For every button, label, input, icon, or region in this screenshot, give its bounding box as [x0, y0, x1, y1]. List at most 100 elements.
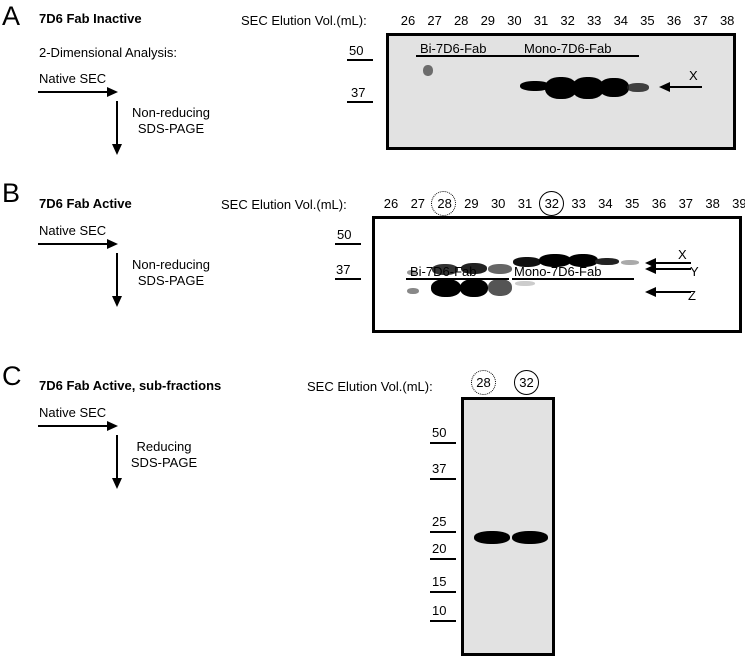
band-b-lane28-bottom	[431, 279, 461, 297]
lane-number: 37	[678, 196, 694, 211]
step-sds-line2-b: SDS-PAGE	[137, 272, 205, 288]
lane-number: 33	[586, 13, 602, 28]
mw-marker-15-c: 15	[432, 574, 447, 589]
mw-marker-25-c: 25	[432, 514, 447, 529]
band-b-lane27-bottom	[407, 288, 419, 294]
mw-bar-37-c	[430, 478, 456, 480]
band-b-lane31	[513, 257, 541, 267]
band-b-lane27-top	[407, 270, 417, 275]
lane-number: 33	[571, 196, 586, 211]
sec-label-b: SEC Elution Vol.(mL):	[221, 197, 347, 212]
band-c-lane32	[512, 531, 548, 544]
mw-bar-37-b	[335, 278, 361, 280]
arrow-down-head-a	[112, 144, 122, 155]
gel-a	[386, 33, 736, 150]
mw-bar-37-a	[347, 101, 373, 103]
panel-label-b: B	[2, 178, 21, 208]
sec-label-c: SEC Elution Vol.(mL):	[307, 379, 433, 394]
band-a-lane32	[545, 77, 577, 99]
arrow-right-head-b	[107, 239, 118, 249]
arrow-down-a	[116, 101, 118, 145]
arrow-x-head-a	[659, 82, 670, 92]
mw-marker-50-a: 50	[349, 43, 364, 58]
lane-number: 35	[624, 196, 640, 211]
arrow-label-x-b: X	[678, 247, 687, 262]
group-line-mono-a	[519, 55, 639, 57]
lane-number: 31	[517, 196, 533, 211]
mw-bar-25-c	[430, 531, 456, 533]
step-sds-line2-c: SDS-PAGE	[130, 454, 198, 470]
lane-number: 26	[400, 13, 416, 28]
step-sds-page-b: Non-reducing SDS-PAGE	[121, 257, 221, 288]
arrow-y-head-b	[645, 264, 656, 274]
step-sds-page-c: Reducing SDS-PAGE	[124, 439, 204, 470]
arrow-down-c	[116, 435, 118, 479]
solid-circle-b	[539, 191, 564, 216]
band-a-lane33	[572, 77, 604, 99]
solid-circle-c	[514, 370, 539, 395]
step-sds-line1-c: Reducing	[136, 439, 192, 454]
band-b-lane30-bottom	[488, 279, 512, 296]
mw-marker-10-c: 10	[432, 603, 447, 618]
lane-number: 34	[613, 13, 629, 28]
lane-number: 27	[427, 13, 442, 28]
panel-label-a: A	[2, 1, 21, 31]
band-a-lane31	[520, 81, 550, 91]
band-b-lane35	[621, 260, 639, 265]
analysis-label: 2-Dimensional Analysis:	[39, 45, 178, 60]
step-sds-page-a: Non-reducing SDS-PAGE	[121, 105, 221, 136]
lane-number: 26	[383, 196, 399, 211]
step-sds-line2-a: SDS-PAGE	[137, 120, 205, 136]
arrow-label-y-b: Y	[690, 264, 699, 279]
band-a-lane34	[599, 78, 629, 97]
panel-title-c: 7D6 Fab Active, sub-fractions	[39, 378, 222, 393]
panel-label-c: C	[2, 361, 22, 391]
arrow-right-c	[38, 425, 108, 427]
lane-number: 29	[480, 13, 496, 28]
lane-number: 32	[560, 13, 575, 28]
mw-marker-37-c: 37	[432, 461, 447, 476]
dotted-circle-b	[431, 191, 456, 216]
lane-28-c: 28	[476, 375, 491, 390]
arrow-right-head-c	[107, 421, 118, 431]
mw-marker-50-b: 50	[337, 227, 352, 242]
lane-number: 30	[490, 196, 506, 211]
band-b-lane29-bottom	[460, 279, 488, 297]
sec-label-a: SEC Elution Vol.(mL):	[241, 13, 367, 28]
group-line-bi-a	[416, 55, 529, 57]
mw-bar-10-c	[430, 620, 456, 622]
lane-number: 31	[533, 13, 549, 28]
lane-number: 27	[410, 196, 426, 211]
dotted-circle-c	[471, 370, 496, 395]
lane-number: 35	[640, 13, 655, 28]
lane-number: 39	[732, 196, 745, 211]
step-native-sec-a: Native SEC	[39, 71, 107, 86]
lane-number: 30	[507, 13, 522, 28]
band-b-lane32	[539, 254, 571, 267]
lane-number: 34	[598, 196, 613, 211]
band-c-lane28	[474, 531, 510, 544]
arrow-label-z-b: Z	[688, 288, 696, 303]
step-sds-line1-b: Non-reducing	[131, 257, 211, 272]
arrow-x-line-b	[655, 262, 691, 264]
arrow-right-a	[38, 91, 108, 93]
lane-number: 36	[651, 196, 667, 211]
step-sds-line1-a: Non-reducing	[131, 105, 211, 120]
lane-32-c: 32	[519, 375, 534, 390]
group-mono-label-b: Mono-7D6-Fab	[514, 264, 602, 279]
mw-marker-37-b: 37	[336, 262, 351, 277]
group-line-bi-b	[406, 278, 509, 280]
band-b-lane31-faint	[515, 281, 535, 286]
band-b-lane33	[568, 254, 598, 267]
band-b-lane34	[595, 258, 619, 265]
arrow-z-line-b	[655, 291, 691, 293]
arrow-right-head-a	[107, 87, 118, 97]
group-mono-label-a: Mono-7D6-Fab	[524, 41, 612, 56]
arrow-down-head-b	[112, 296, 122, 307]
band-a-lane35	[627, 83, 649, 92]
step-native-sec-b: Native SEC	[39, 223, 107, 238]
mw-bar-50-b	[335, 243, 361, 245]
mw-bar-15-c	[430, 591, 456, 593]
band-b-lane28-top	[432, 264, 458, 275]
group-line-mono-b	[512, 278, 634, 280]
